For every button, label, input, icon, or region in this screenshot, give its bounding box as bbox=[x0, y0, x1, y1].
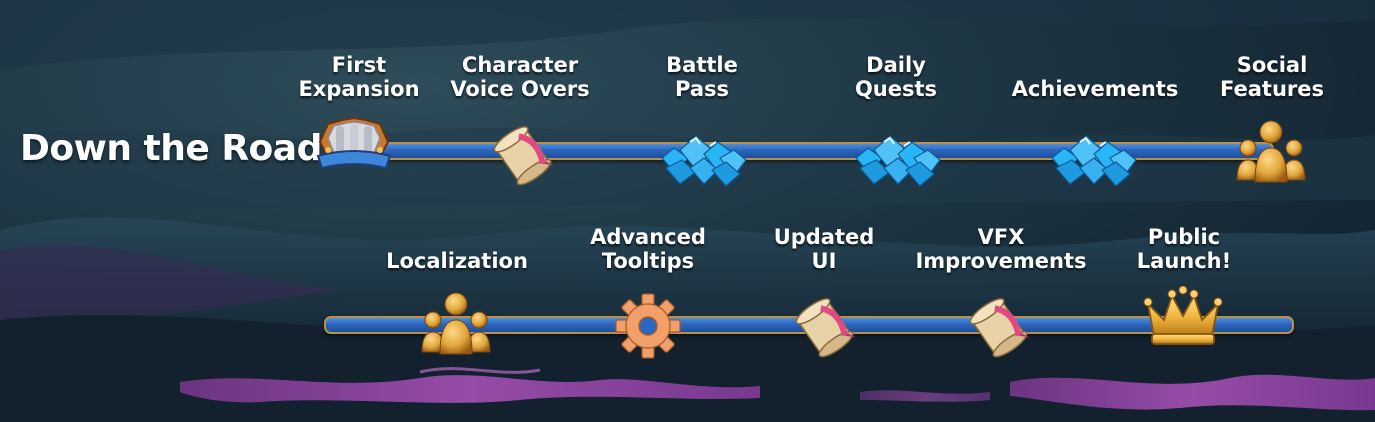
scroll-icon bbox=[493, 126, 554, 186]
milestone-label-public-launch: Public Launch! bbox=[1136, 225, 1232, 273]
milestone-label-daily-quests: Daily Quests bbox=[854, 53, 938, 101]
expansion-crown-icon bbox=[316, 116, 392, 170]
milestone-label-advanced-tooltips: Advanced Tooltips bbox=[590, 225, 706, 273]
gems-icon bbox=[855, 135, 941, 187]
milestone-label-vfx-improvements: VFX Improvements bbox=[915, 225, 1087, 273]
milestone-label-localization: Localization bbox=[386, 249, 528, 273]
scroll-icon bbox=[795, 298, 856, 358]
gems-icon bbox=[1051, 135, 1137, 187]
page-title: Down the Road bbox=[20, 128, 322, 169]
scroll-icon bbox=[969, 298, 1030, 358]
milestone-label-social-features: Social Features bbox=[1220, 53, 1324, 101]
milestone-label-updated-ui: Updated UI bbox=[773, 225, 875, 273]
people-icon bbox=[421, 292, 491, 355]
milestone-label-character-voice-overs: Character Voice Overs bbox=[450, 53, 590, 101]
gear-icon bbox=[615, 293, 681, 359]
people-icon bbox=[1236, 120, 1306, 183]
gold-crown-icon bbox=[1143, 286, 1223, 345]
gems-icon bbox=[661, 135, 747, 187]
milestone-label-battle-pass: Battle Pass bbox=[666, 53, 738, 101]
milestone-label-achievements: Achievements bbox=[1011, 77, 1179, 101]
milestone-label-first-expansion: First Expansion bbox=[298, 53, 420, 101]
